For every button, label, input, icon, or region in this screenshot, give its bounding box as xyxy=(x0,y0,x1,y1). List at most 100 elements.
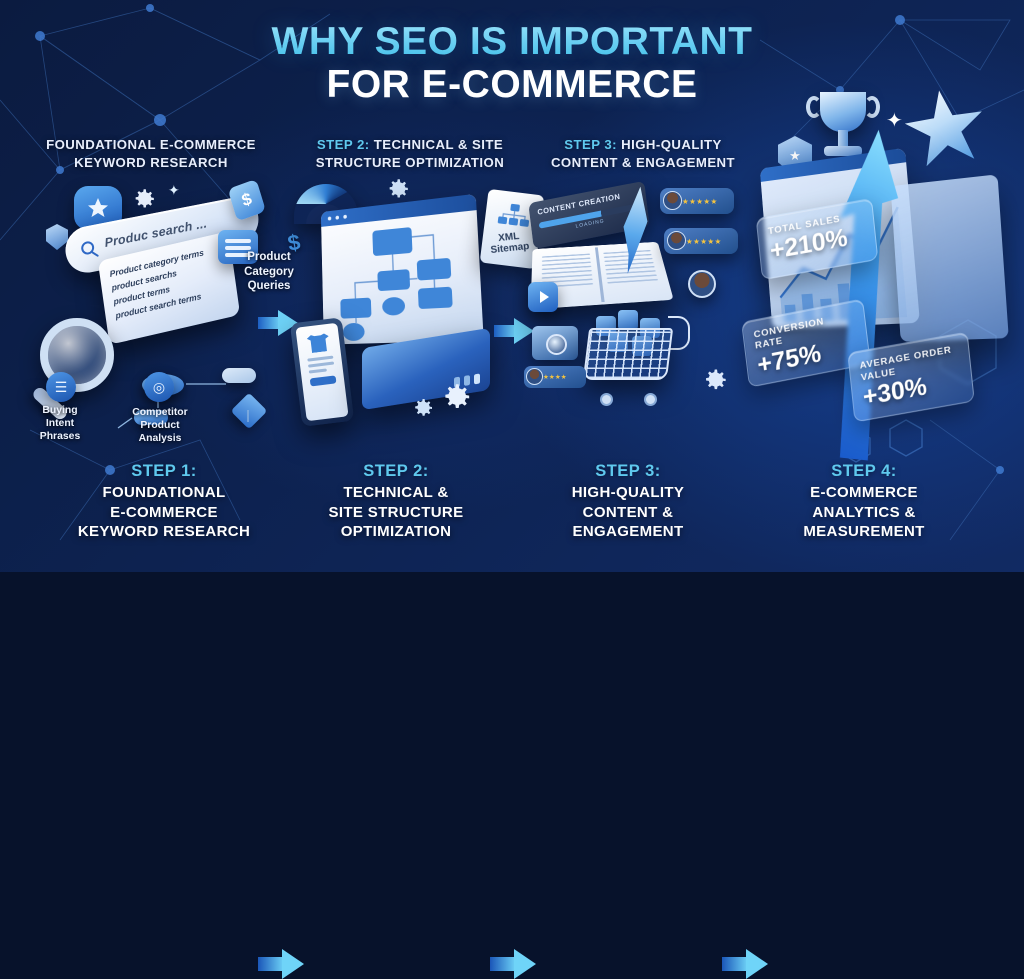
arrow-head xyxy=(746,949,768,979)
flow-node xyxy=(222,368,256,383)
top-caption-3-prefix: STEP 3: xyxy=(564,137,617,152)
top-caption-3: STEP 3: HIGH-QUALITY CONTENT & ENGAGEMEN… xyxy=(528,136,758,171)
arrow-body xyxy=(490,957,516,971)
phone-cta-button[interactable] xyxy=(309,375,337,387)
top-caption-2-line1: TECHNICAL & SITE xyxy=(369,137,504,152)
step-1-line2: E-COMMERCE xyxy=(110,503,218,521)
step-2-number: STEP 2: xyxy=(363,462,429,480)
top-caption-1-line1: FOUNDATIONAL E-COMMERCE xyxy=(46,137,256,152)
step-4-title: E-COMMERCE ANALYTICS & MEASUREMENT xyxy=(764,483,964,542)
step-arrow-3 xyxy=(722,949,768,979)
step-2: STEP 2: TECHNICAL & SITE STRUCTURE OPTIM… xyxy=(296,462,496,542)
step-3-line1: HIGH-QUALITY xyxy=(571,484,685,501)
arrow-head xyxy=(282,949,304,979)
browser-window-sitemap[interactable] xyxy=(320,193,484,345)
star-rating: ★★★★★ xyxy=(686,236,722,246)
text-line xyxy=(308,361,335,368)
review-bubble: ★★★★★ xyxy=(664,228,738,254)
product-category-queries-label: Product Category Queries xyxy=(238,250,300,294)
cart-item xyxy=(618,310,638,330)
step-1-line1: FOUNDATIONAL xyxy=(102,484,226,501)
phone-screen xyxy=(295,322,349,422)
cart-wheel xyxy=(644,393,657,406)
avatar xyxy=(667,231,686,250)
pcq-line3: Queries xyxy=(247,280,291,293)
arrow-body xyxy=(494,325,516,337)
star-rating: ★★★★★ xyxy=(682,196,718,206)
top-caption-1: FOUNDATIONAL E-COMMERCE KEYWORD RESEARCH xyxy=(20,136,282,171)
shield-icon xyxy=(46,224,68,250)
step-1-title: FOUNDATIONAL E-COMMERCE KEYWORD RESEARCH xyxy=(64,483,264,542)
step-arrow-1 xyxy=(258,949,304,979)
cart-handle xyxy=(668,316,690,350)
top-caption-1-line2: KEYWORD RESEARCH xyxy=(74,154,228,170)
bip-line3: Phrases xyxy=(39,431,81,442)
review-bubble: ★★★★ xyxy=(524,366,586,388)
step-2-line1: TECHNICAL & xyxy=(343,484,449,501)
bip-line2: Intent xyxy=(45,418,75,429)
top-caption-2: STEP 2: TECHNICAL & SITE STRUCTURE OPTIM… xyxy=(288,136,532,171)
avatar xyxy=(526,368,543,385)
avatar xyxy=(688,270,716,298)
step-4-number: STEP 4: xyxy=(831,462,897,480)
title-line-1: WHY SEO IS IMPORTANT xyxy=(0,21,1024,63)
gear-icon xyxy=(438,380,472,414)
sparkle-icon: ✦ xyxy=(886,110,903,132)
step-4-line1: E-COMMERCE xyxy=(810,484,918,501)
analytics-secondary-panel[interactable] xyxy=(890,174,1009,342)
top-caption-3-line2: CONTENT & ENGAGEMENT xyxy=(550,154,736,170)
step-2-title: TECHNICAL & SITE STRUCTURE OPTIMIZATION xyxy=(296,483,496,542)
text-line xyxy=(307,355,334,362)
cart-basket xyxy=(582,328,674,380)
step-3: STEP 3: HIGH-QUALITY CONTENT & ENGAGEMEN… xyxy=(528,462,728,542)
avatar xyxy=(663,191,682,210)
step-3-line2: CONTENT & xyxy=(582,503,674,521)
illustration-content-engagement: CONTENT CREATION LOADING ★★★★★ ★★★★★ xyxy=(524,170,770,460)
step-3-line3: ENGAGEMENT xyxy=(572,523,684,540)
step-4-line2: ANALYTICS & xyxy=(812,503,916,521)
step-1-number: STEP 1: xyxy=(131,462,197,480)
flow-node xyxy=(134,410,168,425)
review-bubble: ★★★★★ xyxy=(660,188,734,214)
arrow-body xyxy=(722,957,748,971)
video-play-icon[interactable] xyxy=(528,282,558,312)
competitor-product-analysis-label: Competitor Product Analysis xyxy=(122,406,198,445)
top-caption-2-prefix: STEP 2: xyxy=(316,137,370,152)
arrow-body xyxy=(258,317,280,329)
gear-icon xyxy=(130,186,156,212)
buying-intent-phrases-label: Buying Intent Phrases xyxy=(28,404,92,443)
sparkle-icon: ✦ xyxy=(168,182,180,198)
steps-row: STEP 1: FOUNDATIONAL E-COMMERCE KEYWORD … xyxy=(0,462,1024,979)
step-4-line3: MEASUREMENT xyxy=(803,523,925,540)
page-title: WHY SEO IS IMPORTANT FOR E-COMMERCE xyxy=(0,21,1024,107)
panel-flow-arrow-2 xyxy=(494,318,534,344)
step-3-number: STEP 3: xyxy=(595,462,661,480)
gear-icon xyxy=(384,176,410,202)
step-1-line3: KEYWORD RESEARCH xyxy=(77,523,251,540)
step-2-line3: OPTIMIZATION xyxy=(340,523,452,540)
step-2-line2: SITE STRUCTURE xyxy=(328,503,464,521)
gear-icon xyxy=(700,366,728,394)
step-3-title: HIGH-QUALITY CONTENT & ENGAGEMENT xyxy=(528,483,728,542)
top-caption-2-line2: STRUCTURE OPTIMIZATION xyxy=(315,154,505,170)
pcq-line1: Product xyxy=(247,251,291,263)
gear-icon xyxy=(410,396,434,420)
illustration-analytics: ★ ✦ TOTAL SALES +210% CONVERSION RATE +7… xyxy=(740,120,1024,460)
product-image-icon xyxy=(306,333,330,354)
search-icon xyxy=(80,240,95,256)
illustration-keyword-research: ✦ Produc search ... $ Product category t… xyxy=(22,178,302,458)
trophy-icon xyxy=(806,92,880,170)
cpa-line1: Competitor xyxy=(132,407,188,418)
top-caption-3-line1: HIGH-QUALITY xyxy=(617,137,722,152)
bip-line1: Buying xyxy=(42,405,78,416)
pcq-line2: Category xyxy=(244,265,294,278)
title-line-2: FOR E-COMMERCE xyxy=(326,62,698,106)
step-1: STEP 1: FOUNDATIONAL E-COMMERCE KEYWORD … xyxy=(64,462,264,542)
illustration-site-structure: XML Sitemap xyxy=(288,170,545,460)
competitor-search-icon: ◎ xyxy=(144,372,174,402)
cpa-line3: Analysis xyxy=(138,433,182,444)
cart-wheel xyxy=(600,393,613,406)
sitemap-tree-icon xyxy=(497,203,530,227)
star-rating: ★★★★ xyxy=(543,374,567,381)
currency-badge: $ xyxy=(227,178,267,222)
